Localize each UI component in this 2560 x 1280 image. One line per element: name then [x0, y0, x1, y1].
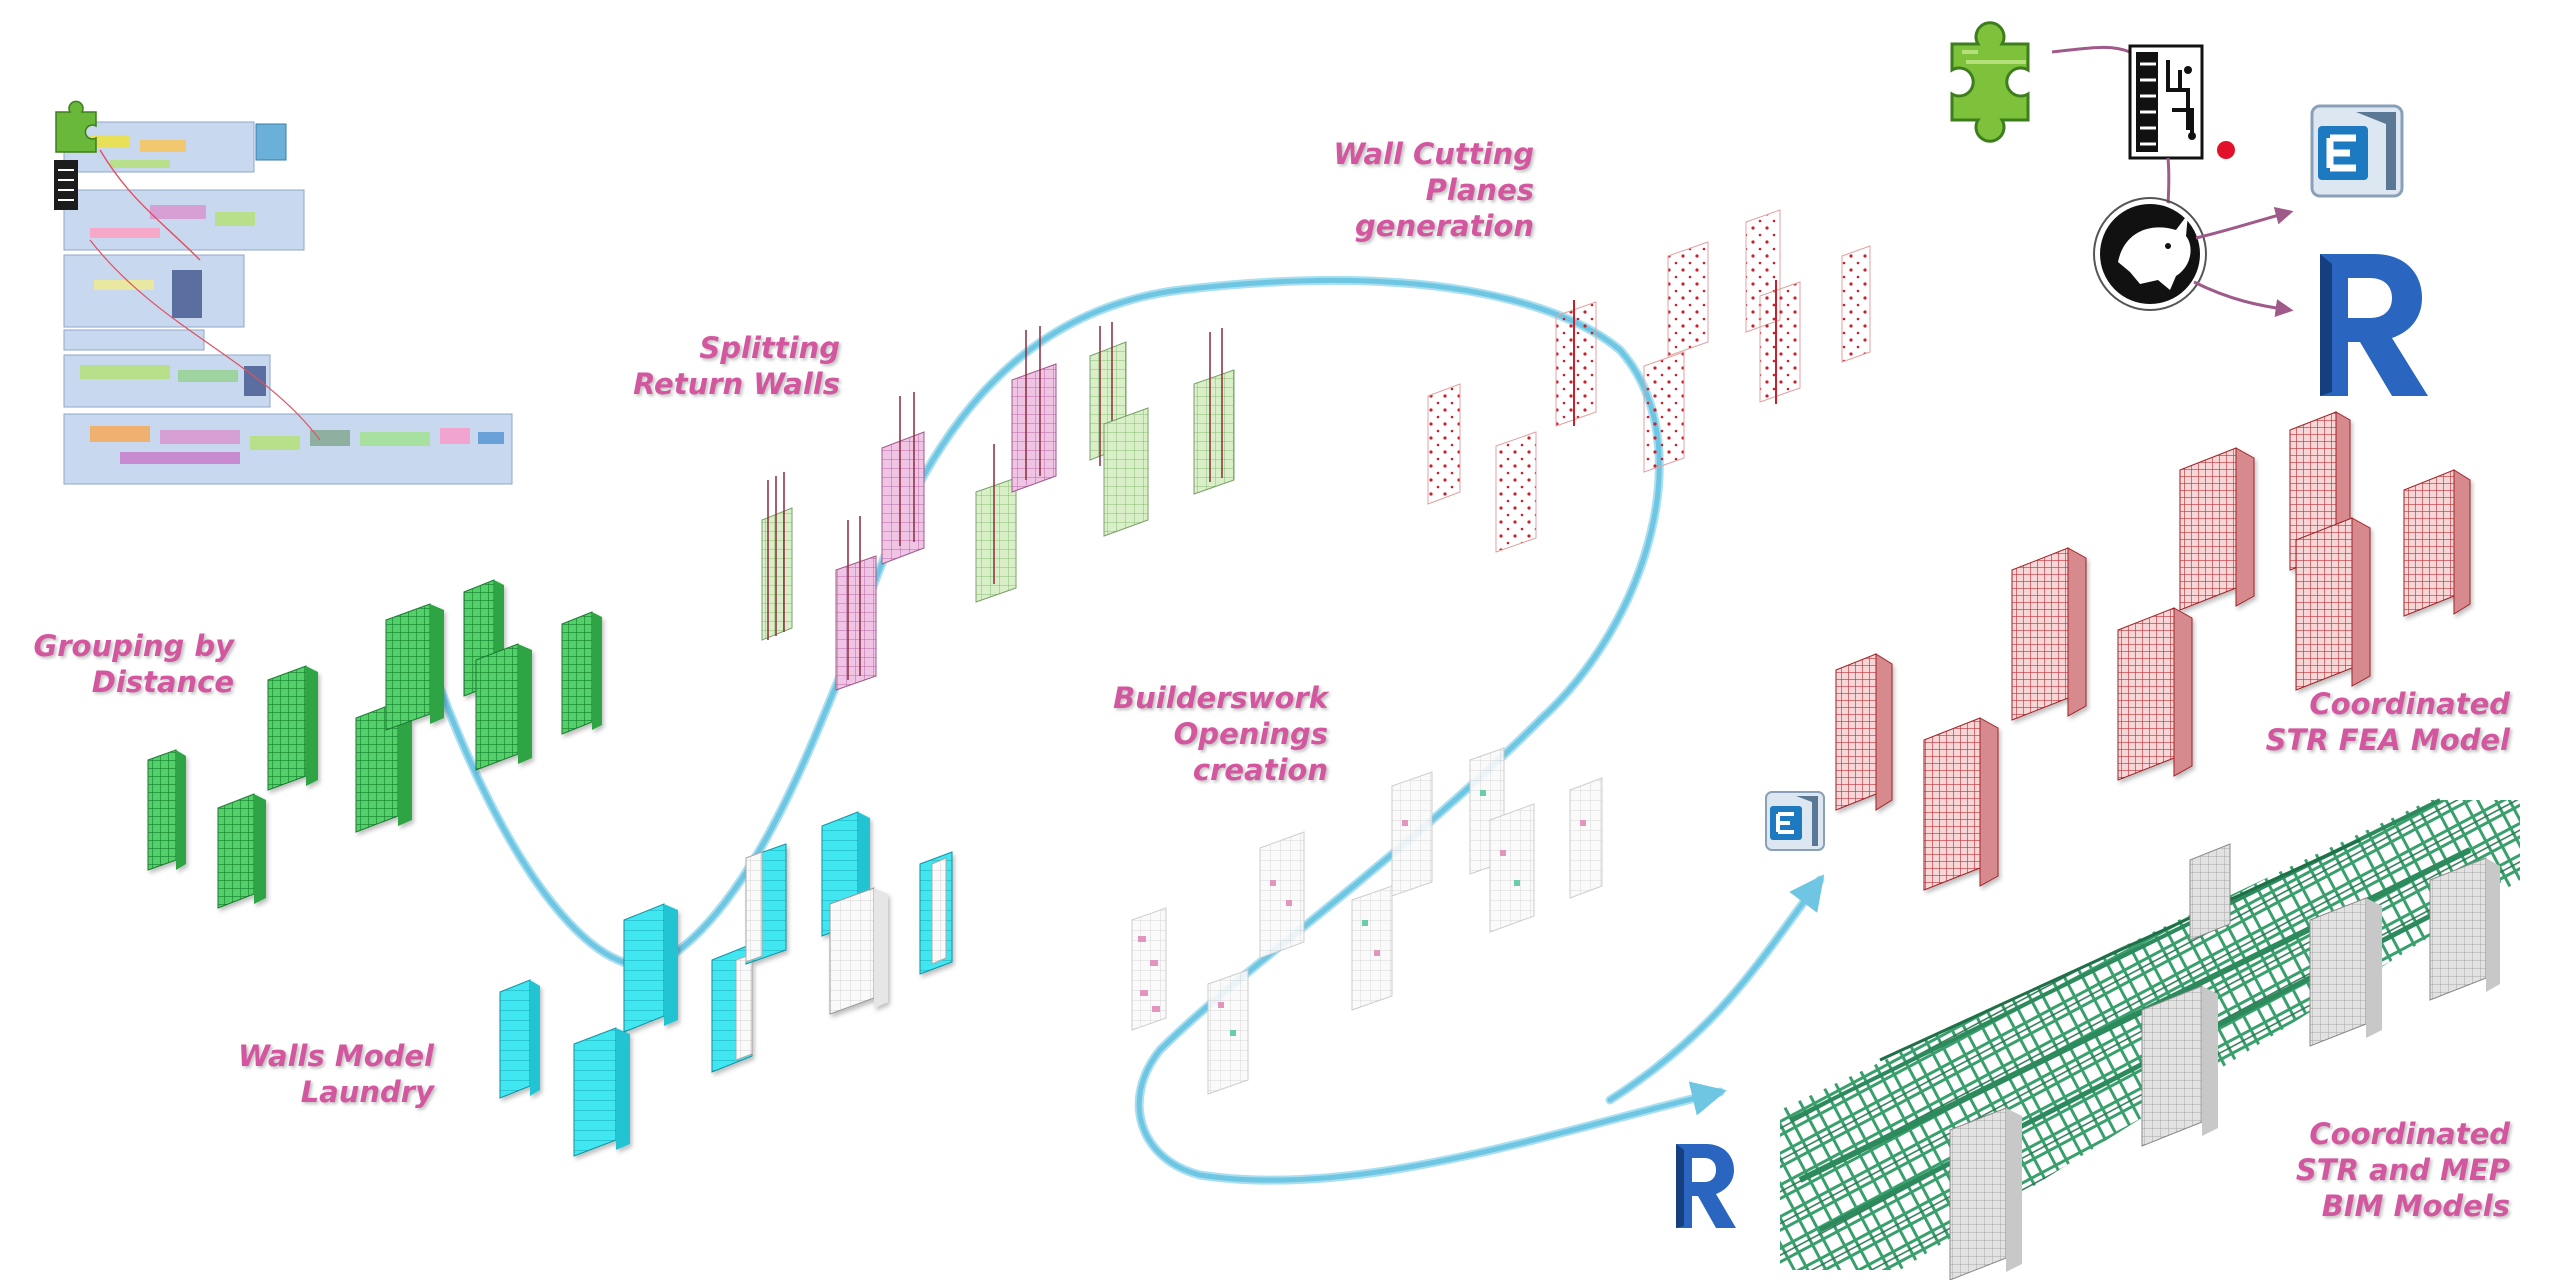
fea-tower — [1923, 717, 1999, 891]
fea-tower — [2117, 607, 2193, 781]
etabs-badge-icon — [1765, 791, 1825, 851]
label-wall-cutting-planes: Wall Cutting Planes generation — [1333, 136, 1534, 244]
label-splitting-return-walls: Splitting Return Walls — [633, 330, 840, 402]
cyan-tower — [573, 1027, 630, 1157]
label-builderswork-openings: Builderswork Openings creation — [1113, 680, 1328, 788]
green-tower — [267, 665, 318, 791]
split-tower — [1103, 407, 1149, 537]
label-line: Walls Model — [238, 1039, 434, 1073]
split-tower — [1011, 326, 1057, 493]
bim-model — [1780, 798, 2520, 1280]
opening-tower — [1351, 885, 1393, 1011]
green-wall-groups — [147, 579, 602, 909]
label-line: Coordinated — [2309, 1117, 2510, 1151]
plane-tower — [1555, 300, 1597, 427]
fea-tower — [2295, 517, 2371, 691]
mini-puzzle-icon — [55, 100, 97, 153]
label-line: Splitting — [699, 331, 840, 365]
label-walls-model-laundry: Walls Model Laundry — [238, 1038, 434, 1110]
opening-tower — [1569, 777, 1603, 899]
cyan-tower — [745, 843, 787, 965]
label-line: Builderswork — [1113, 681, 1328, 715]
cyan-tower — [829, 887, 888, 1015]
split-tower — [881, 392, 925, 565]
label-line: Wall Cutting — [1333, 137, 1534, 171]
label-coordinated-str-fea: Coordinated STR FEA Model — [2266, 686, 2510, 758]
plane-tower — [1667, 241, 1709, 357]
fea-model-towers — [1835, 411, 2471, 891]
label-line: Grouping by — [33, 629, 234, 663]
fea-tower — [2011, 547, 2087, 721]
plane-tower — [1643, 351, 1685, 473]
split-wall-groups — [761, 322, 1235, 691]
fea-tower — [2179, 447, 2255, 611]
puzzle-icon — [1950, 21, 2030, 143]
cyan-tower — [499, 979, 540, 1099]
bim-core — [2141, 985, 2218, 1147]
revit-logo-icon — [2320, 254, 2428, 396]
openings-groups — [1131, 747, 1603, 1095]
cyan-tower — [919, 851, 953, 975]
label-line: STR and MEP — [2295, 1153, 2510, 1187]
green-tower — [475, 643, 532, 771]
label-line: generation — [1355, 209, 1534, 243]
split-tower — [975, 444, 1017, 603]
label-line: Planes — [1425, 173, 1534, 207]
opening-tower — [1259, 831, 1305, 959]
bim-core — [2429, 857, 2500, 1001]
green-tower — [147, 749, 186, 871]
opening-tower — [1391, 771, 1433, 897]
label-line: BIM Models — [2321, 1189, 2510, 1223]
script-canvas-thumbnail — [54, 100, 513, 485]
plane-tower — [1495, 431, 1537, 553]
green-tower — [561, 611, 602, 735]
label-line: Distance — [91, 665, 234, 699]
label-line: Coordinated — [2309, 687, 2510, 721]
cyan-tower — [623, 903, 678, 1033]
revit-badge-icon — [1676, 1144, 1736, 1228]
bim-core — [1949, 1107, 2022, 1280]
bim-core — [2189, 843, 2231, 941]
bim-core — [2309, 897, 2382, 1047]
cutting-plane-groups — [1427, 209, 1871, 553]
mini-circuit-icon — [54, 160, 78, 210]
label-line: Openings — [1173, 717, 1328, 751]
software-icons — [1950, 21, 2428, 396]
label-line: Laundry — [300, 1075, 434, 1109]
green-tower — [355, 701, 412, 833]
opening-tower — [1489, 803, 1535, 933]
fea-tower — [1835, 653, 1893, 811]
label-line: STR FEA Model — [2265, 723, 2510, 757]
plane-tower — [1841, 245, 1871, 363]
label-coordinated-str-mep: Coordinated STR and MEP BIM Models — [2296, 1116, 2510, 1224]
split-tower — [835, 516, 877, 691]
label-line: creation — [1192, 753, 1328, 787]
label-grouping-by-distance: Grouping by Distance — [33, 628, 234, 700]
circuit-board-icon — [2128, 44, 2235, 160]
rhino-icon — [2093, 197, 2207, 311]
green-tower — [217, 793, 266, 909]
split-tower — [1193, 328, 1235, 495]
plane-tower — [1427, 383, 1461, 505]
plane-tower — [1759, 280, 1801, 404]
etabs-logo-icon — [2310, 104, 2404, 198]
fea-tower — [2403, 469, 2471, 617]
cyan-wall-groups — [499, 811, 953, 1157]
opening-tower — [1207, 969, 1249, 1095]
green-tower — [385, 603, 444, 731]
opening-tower — [1131, 907, 1167, 1031]
label-line: Return Walls — [633, 367, 840, 401]
split-tower — [761, 472, 793, 641]
